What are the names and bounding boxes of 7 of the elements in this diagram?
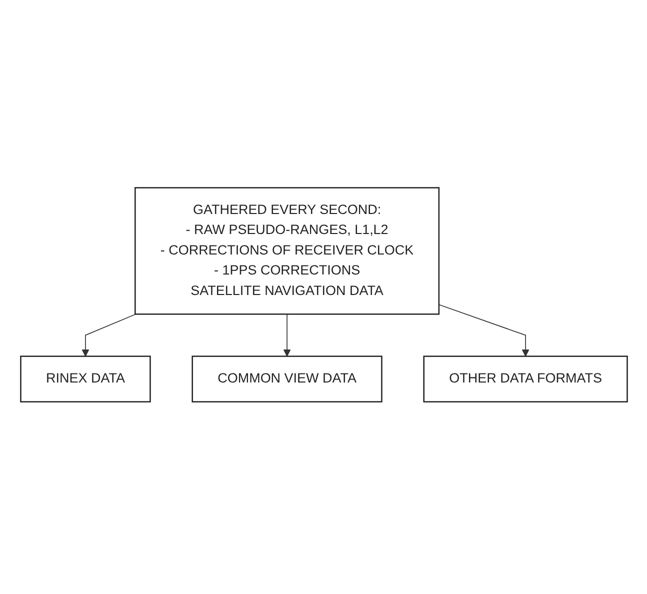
arrow <box>81 313 136 356</box>
node-box: RINEX DATA <box>20 355 150 402</box>
node-box: OTHER DATA FORMATS <box>422 355 628 402</box>
node-box: COMMON VIEW DATA <box>191 355 382 402</box>
node-box: GATHERED EVERY SECOND: - RAW PSEUDO-RANGES, L1,L2 - CORRECTIONS OF RECEIVER CLOCK - 1PPS CORRECTIONS SATELLITE NAVIGATION DATA <box>134 186 440 315</box>
arrow <box>282 313 290 356</box>
arrow <box>438 304 529 356</box>
